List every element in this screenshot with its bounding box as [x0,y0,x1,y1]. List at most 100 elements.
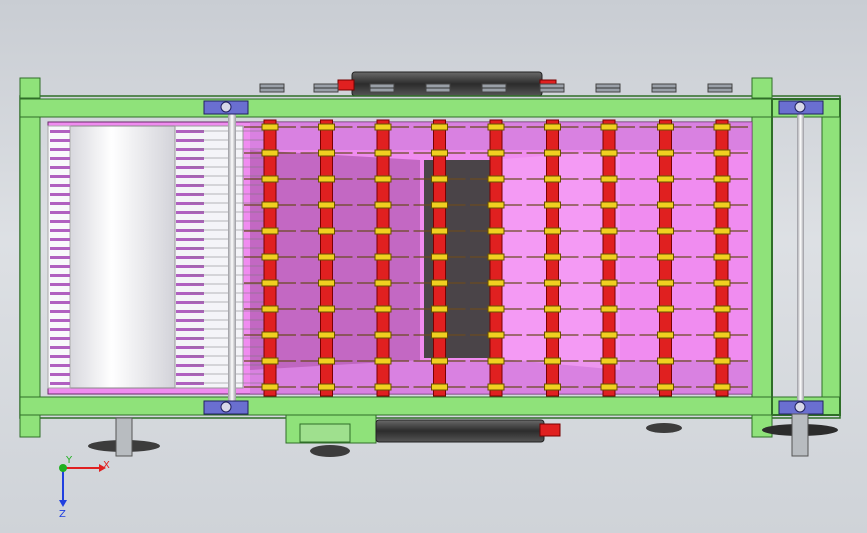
roller-shaft [639,119,692,397]
drum-finger [176,193,204,196]
drum-finger [50,166,70,169]
drum-finger [176,166,204,169]
roller-shaft [583,119,635,397]
roller-shaft [413,119,466,397]
drum-finger [176,256,204,259]
roller-shaft [300,119,353,397]
drum-finger [176,229,204,232]
drum-finger [50,229,70,232]
frame-bottom-beam [19,396,841,416]
drum-finger [50,130,70,133]
axis-triad: X Y Z [59,455,110,520]
drum-finger [50,193,70,196]
drum-finger [50,148,70,151]
roller-shaft [526,119,579,397]
drum-finger [176,328,204,331]
sprocket [651,83,677,93]
bottom-drive-motor [299,419,561,443]
drum-finger [50,292,70,295]
drum-finger [50,139,70,142]
drum-finger [50,319,70,322]
drum-finger [176,211,204,214]
frame-right-post [751,116,773,398]
drum-finger [50,238,70,241]
drum-finger [50,310,70,313]
sprocket [259,83,285,93]
drum-finger [176,148,204,151]
drum-finger [176,373,204,376]
roller-array [244,119,748,397]
drum-finger [176,274,204,277]
roller-shaft [470,119,522,397]
pulleys [88,413,838,457]
corner-foot-tr [751,77,773,99]
sprocket [369,83,395,93]
corner-foot-bl [19,414,41,438]
drum-finger [176,337,204,340]
drum-finger-array [50,130,270,385]
drum-finger [176,202,204,205]
drum-finger [50,256,70,259]
drum-finger [176,130,204,133]
sprocket [707,83,733,93]
y-axis-label: Y [65,455,73,466]
frame-top-beam [19,98,841,118]
frame-left-post [19,116,41,398]
bearing-blocks [203,100,824,415]
drum-finger [176,364,204,367]
sprocket [481,83,507,93]
corner-foot-br [751,414,773,438]
drum-finger [176,184,204,187]
drum-finger [176,310,204,313]
roller-shaft [696,119,748,397]
drum-finger [50,373,70,376]
sprocket [595,83,621,93]
drum-finger [50,283,70,286]
drum-finger [176,265,204,268]
drum-finger [50,184,70,187]
sprocket [425,83,451,93]
z-axis-label: Z [59,509,66,520]
drum-finger [176,292,204,295]
x-axis-label: X [103,460,110,471]
drum-finger [50,157,70,160]
sprocket [539,83,565,93]
drum-finger [50,265,70,268]
drum-finger [176,346,204,349]
drum-finger [176,139,204,142]
frame-far-right-post [821,116,841,398]
drum-finger [176,382,204,385]
drum-finger [50,274,70,277]
drum-finger [50,301,70,304]
drum-finger [50,220,70,223]
drum-finger [50,337,70,340]
sprocket [313,83,339,93]
roller-shaft [357,119,409,397]
drum-finger [176,355,204,358]
drum-finger [176,319,204,322]
drum-finger [50,346,70,349]
drum-finger [176,175,204,178]
drum-finger [176,238,204,241]
pulley-right-idler [646,423,682,433]
y-axis-dot [59,464,67,472]
top-sprocket-row [259,83,733,93]
drum-finger [176,220,204,223]
roller-shaft [244,119,296,397]
drum-finger [50,247,70,250]
drum-finger [50,202,70,205]
drum-finger [50,382,70,385]
drum-finger [176,247,204,250]
drum-finger [50,175,70,178]
drum-finger [50,211,70,214]
drum-shaft [228,108,236,408]
pulley-motor [310,445,350,457]
corner-foot-tl [19,77,41,99]
drum-finger [50,364,70,367]
drum-finger [176,157,204,160]
drum-finger [50,328,70,331]
drum-finger [176,283,204,286]
right-idler-shaft [797,108,804,408]
drum-finger [50,355,70,358]
